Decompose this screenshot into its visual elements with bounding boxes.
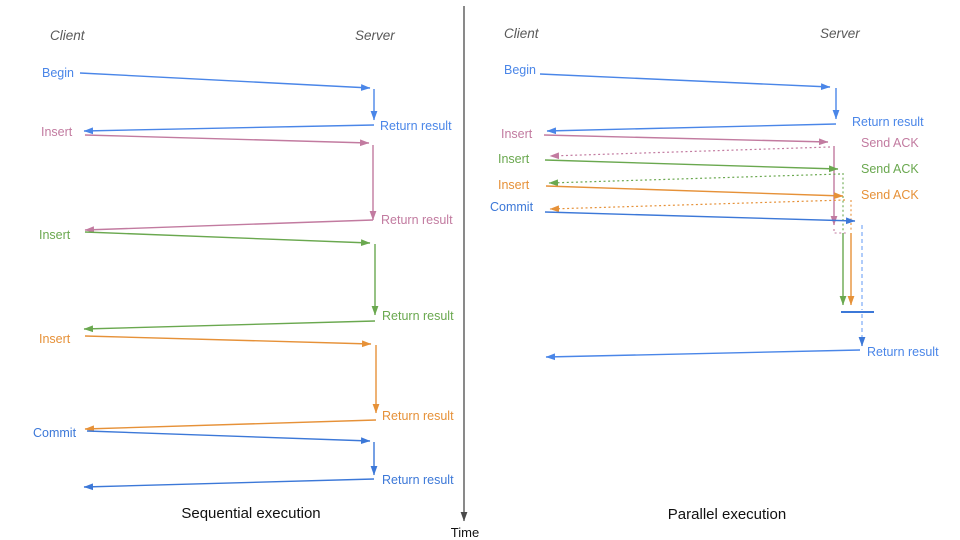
handoff-connector [833, 229, 848, 234]
seq-insert3-message: Insert Return result [39, 332, 454, 433]
request-label: Begin [504, 63, 536, 77]
seq-commit-message: Commit Return result [33, 426, 454, 491]
right-server-lane-label: Server [820, 26, 860, 41]
response-line [545, 349, 861, 361]
response-label: Send ACK [861, 188, 919, 202]
response-label: Return result [867, 345, 939, 359]
ack-line [548, 173, 841, 187]
request-line [543, 134, 829, 146]
response-line [84, 219, 374, 234]
request-line [545, 185, 844, 200]
request-line [84, 335, 372, 348]
ack-line [549, 146, 831, 160]
request-line [544, 211, 856, 225]
left-server-lane-label: Server [355, 28, 395, 43]
response-label: Return result [380, 119, 452, 133]
request-label: Insert [498, 152, 530, 166]
seq-begin-message: Begin Return result [42, 66, 452, 135]
sequential-title: Sequential execution [181, 505, 320, 522]
request-label: Commit [33, 426, 77, 440]
par-commit-message: Commit Return result [490, 200, 939, 361]
sequential-panel: Client Server Begin Return result Insert… [33, 28, 454, 522]
response-label: Send ACK [861, 136, 919, 150]
response-label: Return result [382, 409, 454, 423]
response-label: Return result [381, 213, 453, 227]
request-label: Insert [39, 228, 71, 242]
right-client-lane-label: Client [504, 26, 540, 41]
par-insert2-message: Insert Send ACK [498, 152, 919, 306]
request-line [86, 430, 371, 445]
request-label: Begin [42, 66, 74, 80]
seq-insert1-message: Insert Return result [41, 125, 453, 234]
time-axis: Time [451, 6, 479, 540]
request-label: Insert [39, 332, 71, 346]
par-insert1-message: Insert Send ACK [501, 127, 919, 234]
response-label: Return result [382, 309, 454, 323]
parallel-panel: Client Server Begin Return result Insert… [490, 26, 939, 523]
request-line [84, 134, 370, 147]
par-insert3-message: Insert Send ACK [498, 178, 919, 306]
parallel-title: Parallel execution [668, 506, 786, 523]
response-label: Send ACK [861, 162, 919, 176]
request-label: Insert [498, 178, 530, 192]
time-axis-label: Time [451, 525, 479, 540]
ack-line [549, 199, 846, 213]
request-label: Insert [501, 127, 533, 141]
request-line [539, 73, 831, 90]
par-begin-message: Begin Return result [504, 63, 924, 135]
request-line [544, 159, 839, 173]
left-client-lane-label: Client [50, 28, 86, 43]
request-label: Commit [490, 200, 534, 214]
request-label: Insert [41, 125, 73, 139]
response-label: Return result [852, 115, 924, 129]
response-label: Return result [382, 473, 454, 487]
response-line [83, 320, 376, 333]
request-line [79, 72, 371, 91]
request-line [84, 231, 371, 247]
response-line [84, 419, 377, 433]
response-line [83, 124, 375, 135]
seq-insert2-message: Insert Return result [39, 228, 454, 333]
response-line [546, 123, 837, 135]
response-line [83, 478, 375, 491]
